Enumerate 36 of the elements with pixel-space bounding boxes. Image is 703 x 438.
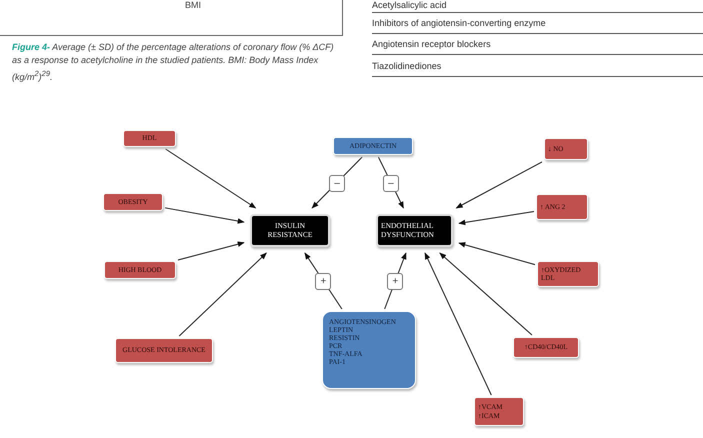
arrow (304, 252, 342, 310)
arrow (178, 252, 267, 336)
factor-box (104, 261, 176, 279)
edge-label: – (382, 174, 399, 192)
factor-box (322, 311, 416, 389)
arrow (164, 207, 245, 224)
table-row: Acetylsalicylic acid (372, 0, 703, 12)
arrow (424, 252, 492, 396)
factor-box (536, 194, 588, 220)
factor-box (103, 193, 163, 211)
edge-label: – (329, 174, 346, 192)
table-row: Angiotensin receptor blockers (372, 34, 703, 55)
factor-box (123, 130, 176, 147)
arrow (384, 252, 406, 310)
factor-box (537, 261, 599, 287)
outcome-box (250, 214, 330, 247)
arrow (456, 161, 542, 208)
arrow (458, 242, 536, 266)
outcome-box (376, 214, 453, 247)
table-row: Tiazolidinediones (372, 56, 703, 76)
axis-label: BMI (185, 0, 202, 10)
factor-box (115, 338, 213, 363)
arrow (439, 252, 532, 336)
figure-caption: Figure 4- Average (± SD) of the percentage alterations of coronary flow (% ΔCF) as a response to acetylcholine in the studied patients. BMI: Body Mass Index (kg/m$^{2}$)$^{29}$. (12, 41, 335, 84)
edge-label: + (387, 273, 404, 290)
edge-label: + (315, 273, 332, 290)
factor-box (513, 337, 579, 358)
factor-box (474, 397, 524, 426)
arrow (458, 210, 534, 226)
arrow (378, 156, 404, 209)
arrow (178, 242, 245, 260)
factor-box (544, 138, 588, 160)
arrow (312, 156, 363, 208)
table-row: Inhibitors of angiotensin-converting enzyme (372, 12, 703, 34)
arrow (165, 148, 256, 208)
factor-box (333, 137, 413, 155)
